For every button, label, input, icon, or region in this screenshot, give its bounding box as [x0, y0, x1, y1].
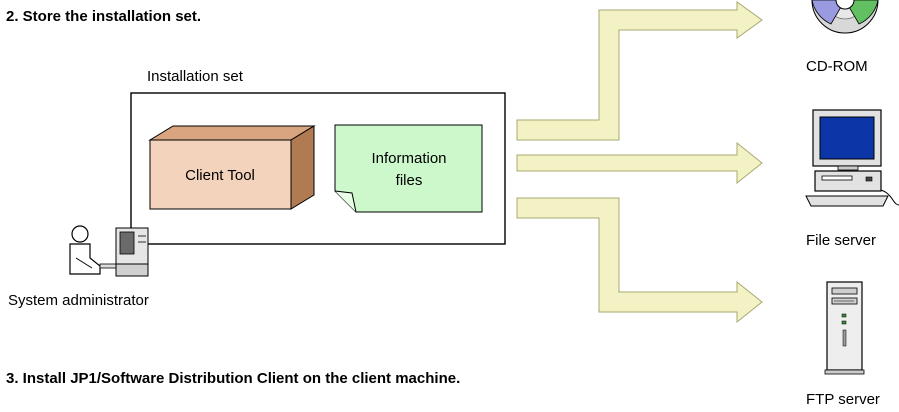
arrow-to-file-server: [516, 141, 763, 185]
file-server-icon: [805, 109, 899, 207]
cdrom-icon: [811, 0, 879, 34]
ftp-server-icon: [824, 281, 865, 375]
ftp-server-label: FTP server: [806, 391, 880, 408]
administrator-label: System administrator: [8, 292, 149, 309]
file-server-label: File server: [806, 232, 876, 249]
administrator-icon: [69, 225, 149, 277]
client-tool-box: Client Tool: [148, 125, 316, 210]
arrow-to-ftp-server: [516, 197, 763, 324]
installation-set-label: Installation set: [147, 68, 244, 85]
step3-title: 3. Install JP1/Software Distribution Cli…: [6, 370, 460, 387]
cdrom-label: CD-ROM: [806, 58, 868, 75]
information-files-line2: files: [396, 172, 423, 189]
arrow-to-cdrom: [516, 1, 763, 141]
client-tool-label: Client Tool: [185, 167, 255, 184]
information-files-line1: Information: [371, 150, 446, 167]
information-files-doc: Information files: [334, 124, 483, 213]
step2-title: 2. Store the installation set.: [6, 8, 201, 25]
